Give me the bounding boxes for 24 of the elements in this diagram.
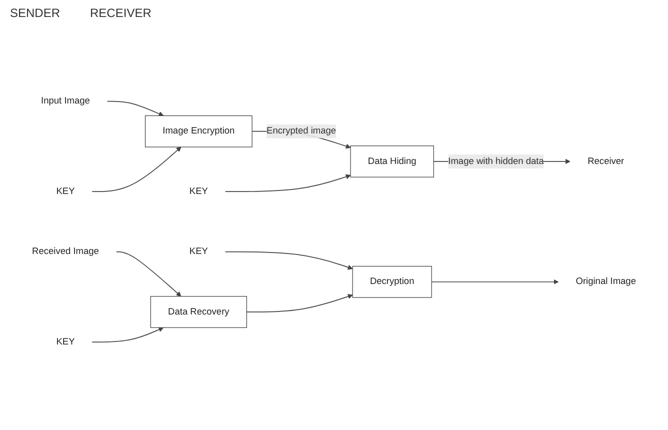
node-text: KEY	[189, 186, 208, 197]
arrow	[106, 101, 164, 117]
node-text: KEY	[189, 246, 208, 257]
section-heading: RECEIVER	[90, 6, 152, 20]
arrow	[92, 327, 164, 343]
edge-label: Encrypted image	[266, 126, 336, 136]
node-text: Received Image	[32, 246, 99, 257]
arrow	[246, 294, 353, 313]
arrow	[92, 147, 182, 192]
section-heading: SENDER	[10, 6, 60, 20]
node-text: KEY	[56, 337, 75, 348]
node-box: Decryption	[352, 266, 432, 298]
node-text: Original Image	[576, 276, 636, 287]
node-text: KEY	[56, 186, 75, 197]
arrow	[116, 252, 182, 297]
node-text: Receiver	[588, 156, 624, 166]
arrow	[224, 174, 351, 192]
arrow	[224, 252, 353, 270]
node-box: Data Recovery	[150, 296, 247, 328]
arrow	[431, 280, 559, 285]
node-box: Data Hiding	[350, 146, 434, 178]
edge-label: Image with hidden data	[448, 156, 544, 166]
node-box: Image Encryption	[144, 116, 252, 148]
node-text: Input Image	[41, 96, 90, 106]
